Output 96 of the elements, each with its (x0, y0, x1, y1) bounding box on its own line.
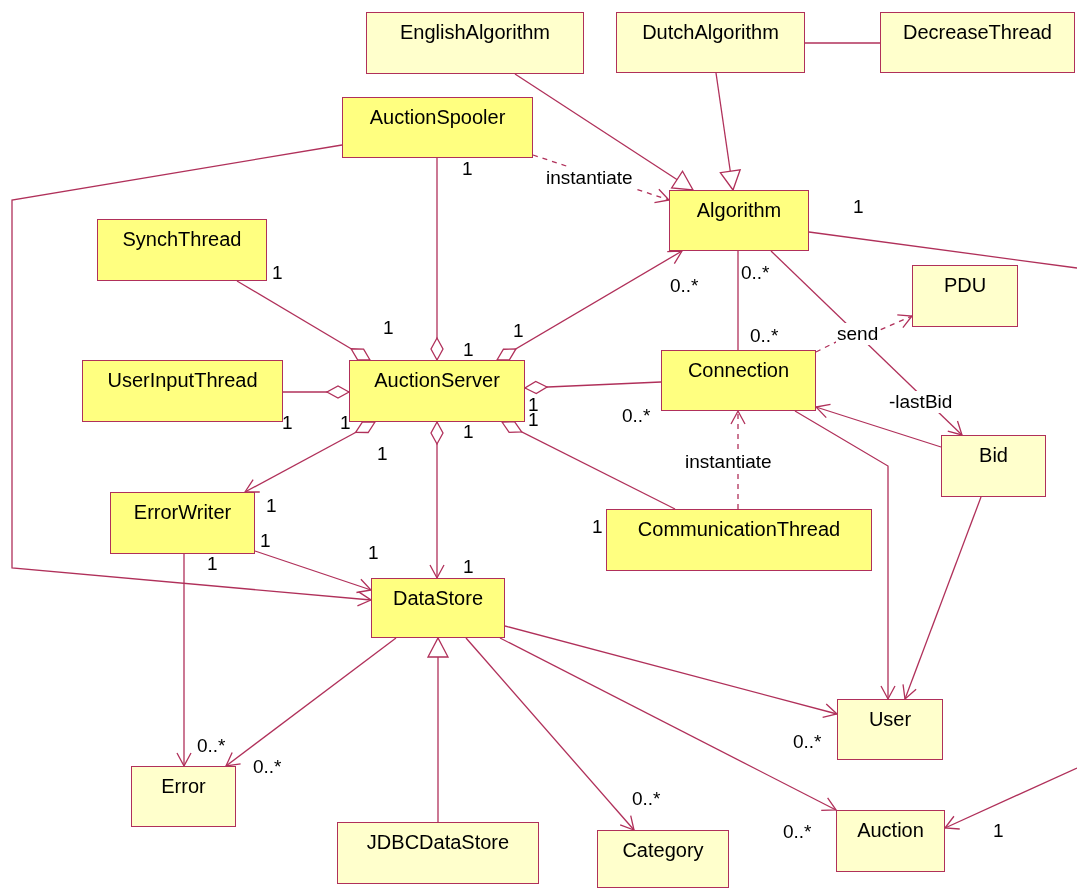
class-box (131, 766, 236, 827)
aggregation-line (501, 420, 676, 510)
class-box (97, 219, 267, 281)
class-name: CommunicationThread (637, 518, 841, 541)
association-arrow (11, 144, 372, 607)
multiplicity-label: 1 (462, 158, 473, 180)
class-name: ErrorWriter (133, 501, 232, 524)
class-box (342, 97, 533, 158)
class-box (912, 265, 1018, 327)
association-line (737, 250, 739, 351)
edge-label: instantiate (545, 167, 634, 189)
class-name: Auction (857, 819, 924, 842)
class-name: JDBCDataStore (366, 831, 510, 854)
class-name: Error (161, 775, 206, 798)
class-name: User (868, 708, 912, 731)
multiplicity-label: 0..* (197, 735, 226, 757)
association-line (804, 42, 881, 44)
aggregation-line (524, 380, 662, 395)
multiplicity-label: 1 (340, 412, 351, 434)
multiplicity-label: 1 (207, 553, 218, 575)
class-name: AuctionServer (374, 369, 500, 392)
class-box (661, 350, 816, 411)
aggregation-line (496, 250, 683, 361)
multiplicity-label: 1 (592, 516, 603, 538)
class-box (371, 578, 505, 638)
multiplicity-label: 0..* (783, 821, 812, 843)
multiplicity-label: 1 (368, 542, 379, 564)
aggregation-line (244, 421, 376, 493)
multiplicity-label: 1 (260, 530, 271, 552)
association-arrow (504, 625, 838, 719)
association-arrow (465, 637, 635, 831)
generalization-arrow (514, 73, 694, 191)
class-box (669, 190, 809, 251)
class-name: DutchAlgorithm (642, 21, 779, 44)
multiplicity-label: 1 (282, 412, 293, 434)
multiplicity-label: 0..* (741, 262, 770, 284)
class-box (606, 509, 872, 571)
class-box (837, 699, 943, 760)
multiplicity-label: 1 (993, 820, 1004, 842)
multiplicity-label: 0..* (750, 325, 779, 347)
multiplicity-label: 1 (383, 317, 394, 339)
association-arrow (499, 637, 837, 811)
class-box (366, 12, 584, 74)
multiplicity-label: 0..* (253, 756, 282, 778)
class-box (597, 830, 729, 888)
multiplicity-label: 1 (463, 556, 474, 578)
association-arrow (902, 496, 982, 700)
multiplicity-label: 1 (853, 196, 864, 218)
dependency-arrow (815, 314, 913, 353)
multiplicity-label: 1 (272, 262, 283, 284)
association-arrow (770, 250, 963, 436)
multiplicity-label: 1 (377, 443, 388, 465)
multiplicity-label: 1 (463, 421, 474, 443)
class-name: Bid (979, 444, 1008, 467)
multiplicity-label: 0..* (632, 788, 661, 810)
aggregation-line (282, 385, 350, 399)
class-name: DataStore (392, 587, 484, 610)
edge-label: -lastBid (888, 391, 954, 413)
class-name: EnglishAlgorithm (399, 21, 551, 44)
class-name: DecreaseThread (903, 21, 1052, 44)
class-box (836, 810, 945, 872)
class-box (82, 360, 283, 422)
multiplicity-label: 1 (463, 339, 474, 361)
class-name: AuctionSpooler (369, 106, 506, 129)
class-name: SynchThread (122, 228, 242, 251)
class-box (349, 360, 525, 422)
association-arrow (944, 767, 1077, 830)
aggregation-line (429, 421, 445, 579)
multiplicity-label: 0..* (670, 275, 699, 297)
aggregation-line (430, 157, 444, 361)
association-arrow (176, 553, 192, 767)
dependency-arrow (730, 410, 746, 510)
class-box (337, 822, 539, 884)
class-name: PDU (943, 274, 987, 297)
class-name: UserInputThread (107, 369, 258, 392)
class-box (110, 492, 255, 554)
multiplicity-label: 0..* (793, 731, 822, 753)
edge-label: send (836, 323, 880, 345)
class-box (616, 12, 805, 73)
association-line (808, 231, 1077, 269)
multiplicity-label: 0..* (622, 405, 651, 427)
dependency-arrow (532, 154, 670, 204)
generalization-arrow (427, 637, 449, 823)
class-name: Category (622, 839, 704, 862)
association-arrow (225, 637, 397, 767)
aggregation-line (236, 280, 371, 361)
class-name: Algorithm (696, 199, 782, 222)
association-arrow (815, 403, 942, 448)
generalization-arrow (715, 72, 741, 191)
association-arrow (794, 410, 896, 700)
association-arrow (254, 550, 372, 594)
multiplicity-label: 1 (266, 495, 277, 517)
class-box (880, 12, 1075, 73)
class-box (941, 435, 1046, 497)
multiplicity-label: 1 (513, 320, 524, 342)
class-name: Connection (687, 359, 790, 382)
